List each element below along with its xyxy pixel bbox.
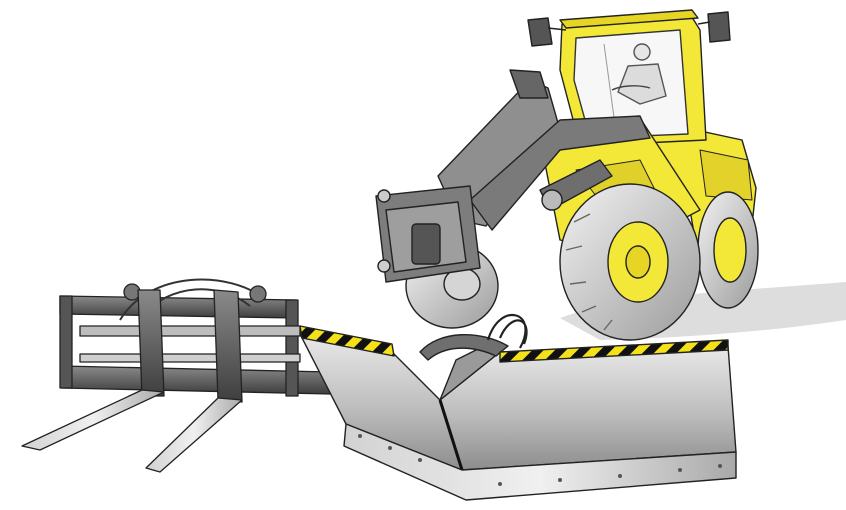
front-wheel bbox=[559, 183, 701, 341]
plow-hoses bbox=[486, 313, 528, 349]
loader-cab bbox=[527, 9, 731, 147]
right-mirror bbox=[707, 11, 731, 43]
plow-cutting-edge bbox=[343, 423, 737, 501]
left-mirror bbox=[527, 17, 553, 47]
wheel-loader bbox=[375, 9, 759, 341]
plow-top-shell bbox=[419, 333, 509, 361]
plow-bolts bbox=[358, 434, 722, 486]
right-fork bbox=[145, 289, 243, 473]
left-hazard-stripe bbox=[299, 325, 395, 357]
pallet-forks bbox=[21, 278, 331, 473]
right-hazard-stripe bbox=[499, 339, 729, 363]
operator-head bbox=[633, 43, 651, 61]
v-snow-plow bbox=[299, 313, 737, 501]
rear-wheel bbox=[697, 191, 759, 309]
quick-coupler bbox=[375, 185, 481, 283]
left-fork bbox=[21, 289, 165, 451]
